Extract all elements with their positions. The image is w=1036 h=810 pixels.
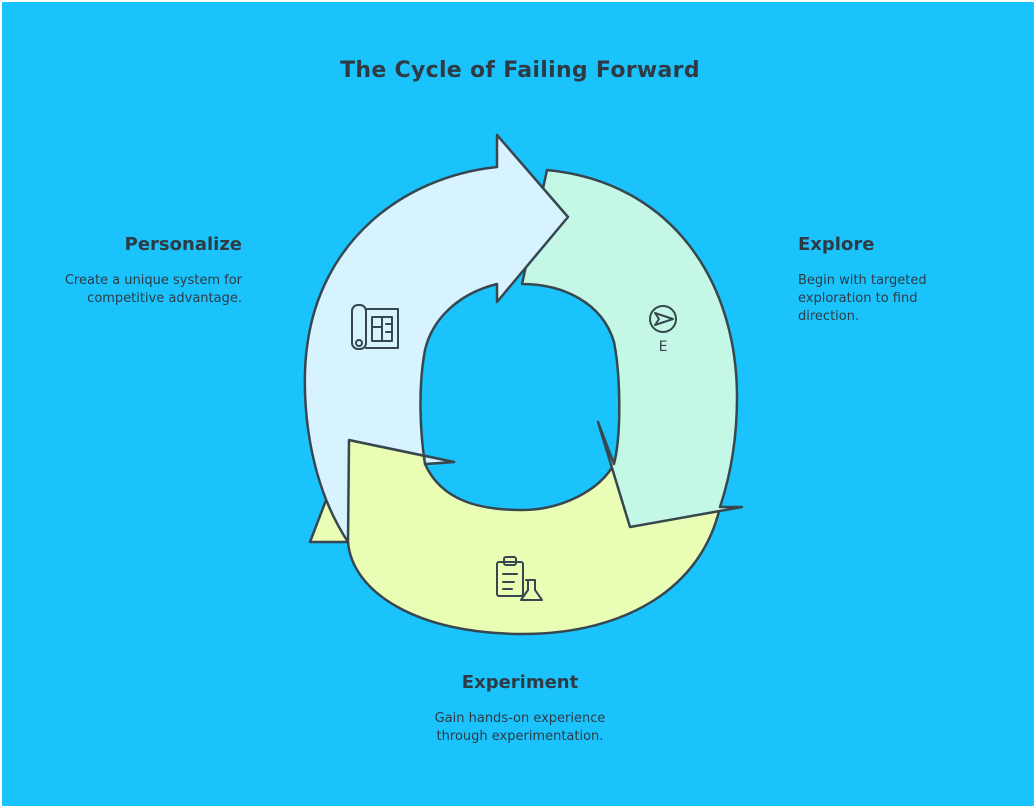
experiment-description: Gain hands-on experience through experim… [434, 711, 606, 744]
compass-icon [649, 305, 677, 333]
blueprint-icon [351, 304, 399, 350]
explore-title: Explore [798, 234, 875, 255]
personalize-description: Create a unique system for competitive a… [64, 273, 242, 306]
clipboard-flask-icon [496, 556, 543, 601]
personalize-title: Personalize [124, 234, 242, 255]
experiment-title: Experiment [461, 672, 579, 693]
explore-arrow [520, 168, 744, 529]
personalize-arrow [303, 133, 570, 544]
explore-description: Begin with targeted exploration to find … [798, 273, 927, 324]
diagram-title: The Cycle of Failing Forward [340, 58, 700, 83]
compass-label: E [659, 339, 668, 355]
